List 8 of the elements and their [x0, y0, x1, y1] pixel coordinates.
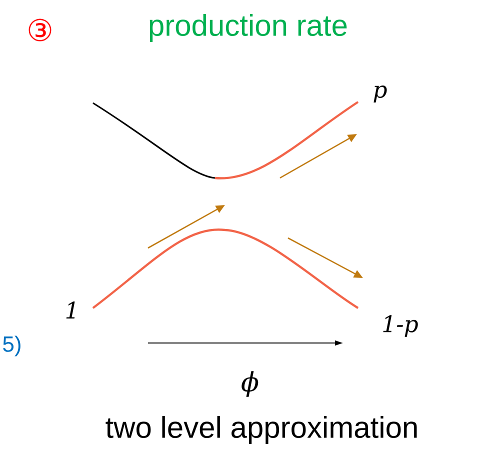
slide-text: 5)	[3, 336, 20, 356]
caption-text: two level approximation	[106, 416, 417, 444]
curve-label: 1-p	[383, 315, 418, 337]
curve-label: 1	[66, 302, 75, 318]
curve-label: p	[374, 86, 387, 102]
circled-number: ③	[28, 18, 52, 42]
axis-label: ϕ	[242, 371, 258, 397]
title: production rate	[150, 14, 347, 42]
